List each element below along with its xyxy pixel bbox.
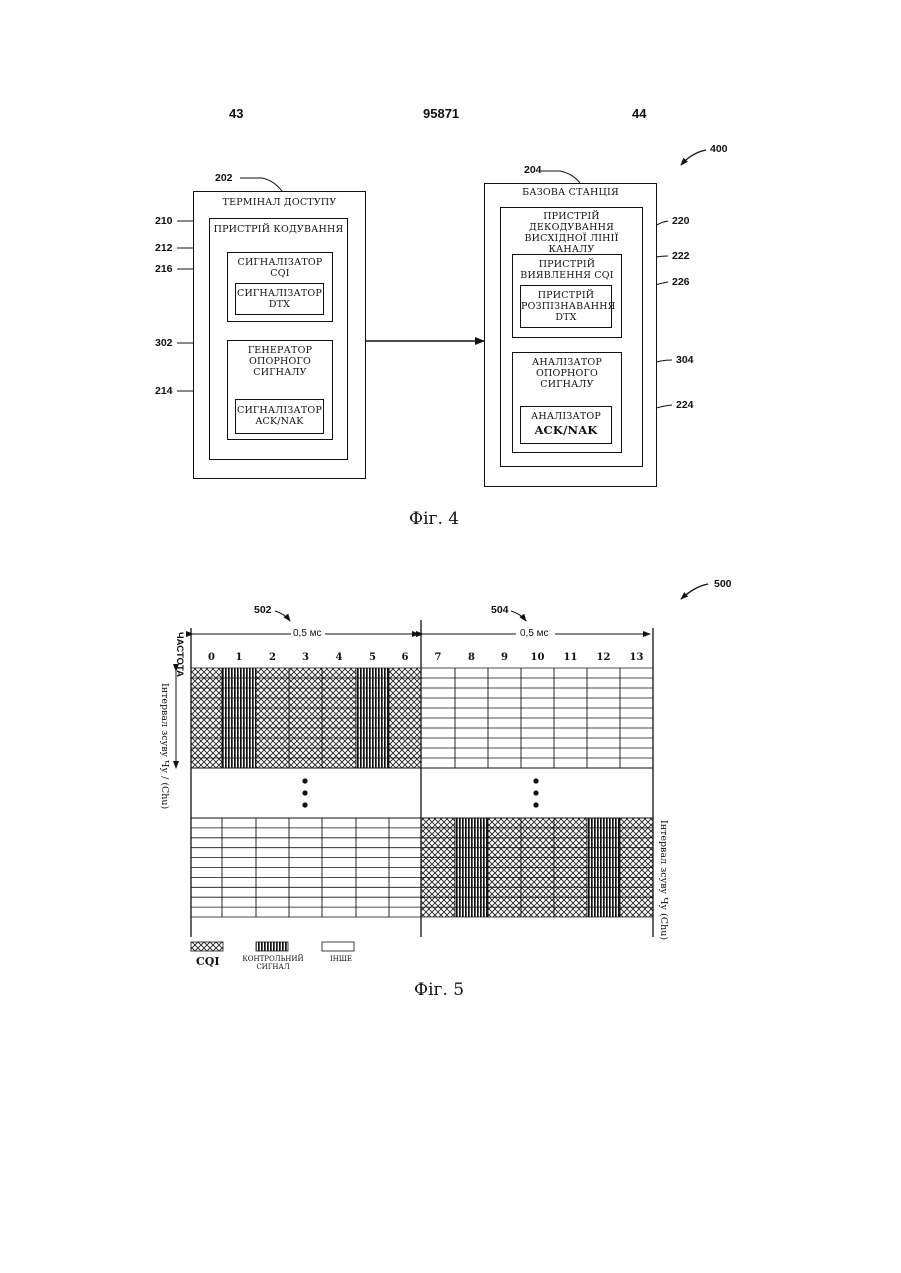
symbol-index-6: 6 — [393, 652, 417, 663]
symbol-index-13: 13 — [625, 652, 649, 663]
legend-other-swatch — [322, 942, 354, 951]
symbol-index-11: 11 — [559, 652, 583, 663]
legend-cqi-swatch — [191, 942, 223, 951]
symbol-index-1: 1 — [227, 652, 251, 663]
symbol-index-9: 9 — [493, 652, 517, 663]
symbol-index-4: 4 — [327, 652, 351, 663]
symbol-index-12: 12 — [592, 652, 616, 663]
symbol-index-5: 5 — [361, 652, 385, 663]
symbol-index-7: 7 — [426, 652, 450, 663]
fig5-caption: Фіг. 5 — [414, 980, 464, 1000]
legend-cqi-label: CQI — [196, 955, 219, 968]
legend-control-label: КОНТРОЛЬНИЙ СИГНАЛ — [240, 955, 306, 971]
legend-control-swatch — [256, 942, 288, 951]
shift-interval-left-label: Інтервал зсуву Чу / (Chu) — [159, 683, 170, 809]
symbol-index-2: 2 — [261, 652, 285, 663]
shift-interval-right-label: Інтервал зсуву Чу (Chu) — [658, 820, 669, 940]
legend-other-label: ІНШЕ — [330, 955, 352, 963]
symbol-index-10: 10 — [526, 652, 550, 663]
frequency-axis-label: ЧАСТОТА — [174, 632, 185, 677]
symbol-index-3: 3 — [294, 652, 318, 663]
slot-502-duration: 0,5 мс — [293, 628, 322, 639]
slot-504-duration: 0,5 мс — [520, 628, 549, 639]
symbol-index-8: 8 — [460, 652, 484, 663]
symbol-index-0: 0 — [200, 652, 224, 663]
